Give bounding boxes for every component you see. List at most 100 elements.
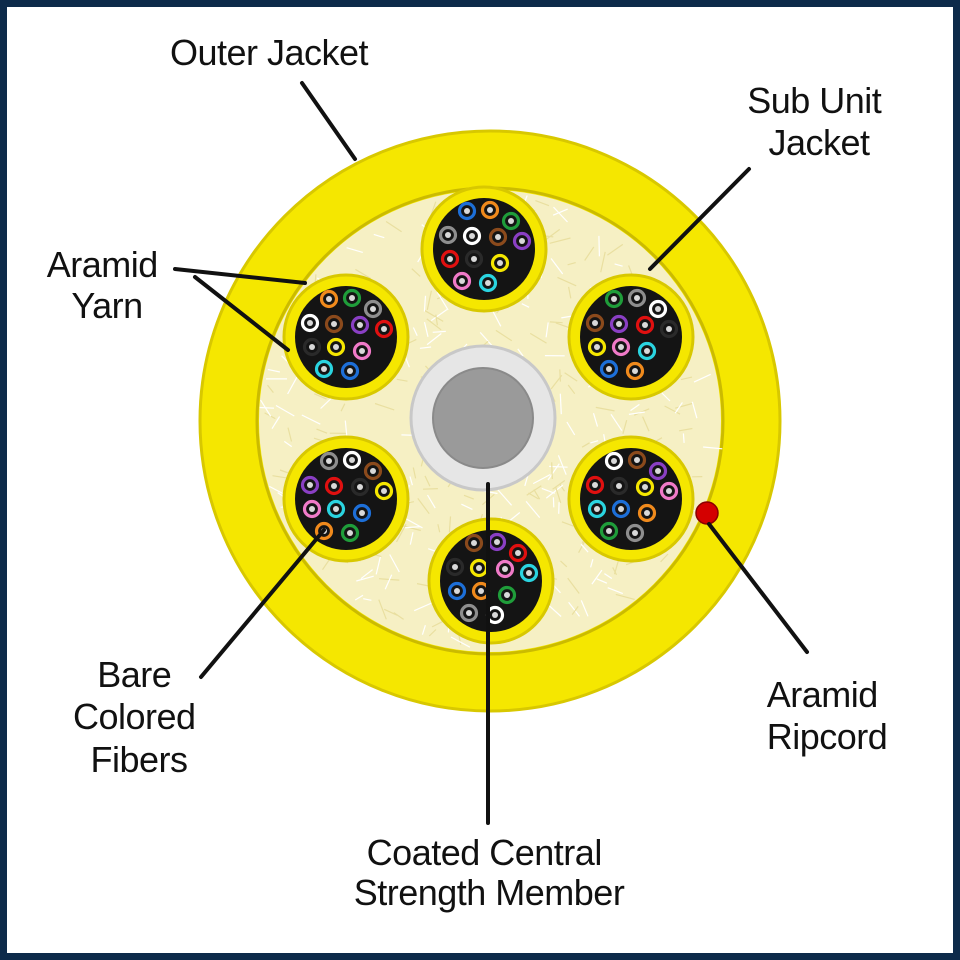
aramid-yarn-strand xyxy=(458,634,462,645)
colored-fiber xyxy=(659,481,679,501)
fiber-glass-core xyxy=(447,256,453,262)
aramid-yarn-strand xyxy=(660,553,669,563)
aramid-yarn-strand xyxy=(521,303,530,308)
colored-fiber xyxy=(440,249,460,269)
aramid-yarn-strand xyxy=(267,368,281,373)
colored-fiber xyxy=(464,249,484,269)
aramid-yarn-strand xyxy=(507,512,521,523)
aramid-yarn-strand xyxy=(427,548,437,553)
colored-fiber xyxy=(519,563,539,583)
aramid-yarn-strand xyxy=(412,327,418,336)
label-aramid-yarn: Aramid Yarn xyxy=(47,244,168,326)
aramid-yarn-strand xyxy=(432,330,446,333)
label-aramid-ripcord-line-2: Ripcord xyxy=(767,716,888,757)
fiber-glass-core xyxy=(357,484,363,490)
fiber-glass-core xyxy=(495,234,501,240)
colored-fiber xyxy=(478,273,498,293)
colored-fiber xyxy=(352,503,372,523)
colored-fiber xyxy=(302,499,322,519)
aramid-yarn-strand xyxy=(422,488,438,490)
sub-unit xyxy=(567,435,695,563)
aramid-yarn-strand xyxy=(259,406,275,409)
label-bare-colored-fibers-line-2: Colored xyxy=(73,696,196,737)
colored-fiber xyxy=(350,315,370,335)
colored-fiber xyxy=(488,227,508,247)
fiber-glass-core xyxy=(611,296,617,302)
fiber-glass-core xyxy=(370,468,376,474)
fiber-glass-core xyxy=(519,238,525,244)
aramid-yarn-strand xyxy=(431,201,437,214)
aramid-yarn-strand xyxy=(551,462,553,480)
aramid-yarn-strand xyxy=(557,276,577,287)
aramid-yarn-strand xyxy=(547,463,560,481)
aramid-yarn-strand xyxy=(393,612,404,620)
colored-fiber xyxy=(604,289,624,309)
aramid-yarn-strand xyxy=(269,485,286,496)
fiber-glass-core xyxy=(494,539,500,545)
sub-unit xyxy=(282,435,410,563)
aramid-yarn-strand xyxy=(426,290,432,311)
colored-fiber xyxy=(604,451,624,471)
fiber-glass-core xyxy=(632,530,638,536)
fiber-glass-core xyxy=(333,344,339,350)
colored-fiber xyxy=(324,476,344,496)
fiber-glass-core xyxy=(349,295,355,301)
colored-fiber xyxy=(611,337,631,357)
aramid-yarn-strand xyxy=(421,625,426,635)
aramid-yarn-strand xyxy=(598,235,600,257)
fiber-glass-core xyxy=(666,488,672,494)
colored-fiber xyxy=(512,231,532,251)
colored-fiber xyxy=(611,499,631,519)
aramid-yarn-strand xyxy=(407,338,417,344)
label-bare-colored-fibers-line-1: Bare xyxy=(97,654,171,695)
colored-fiber xyxy=(340,361,360,381)
aramid-yarn-strand xyxy=(642,416,650,432)
colored-fiber xyxy=(350,477,370,497)
aramid-yarn-strand xyxy=(566,421,576,436)
colored-fiber xyxy=(635,477,655,497)
aramid-yarn-strand xyxy=(424,475,431,487)
central-strength-member-core xyxy=(432,367,534,469)
label-aramid-yarn-line-2: Yarn xyxy=(71,285,142,326)
fiber-glass-core xyxy=(476,565,482,571)
fiber-glass-core xyxy=(606,366,612,372)
fiber-glass-core xyxy=(644,348,650,354)
fiber-glass-core xyxy=(592,320,598,326)
aramid-yarn-strand xyxy=(568,286,572,299)
aramid-yarn-strand xyxy=(535,200,550,207)
aramid-yarn-strand xyxy=(424,309,444,322)
label-sub-unit-jacket-line-1: Sub Unit xyxy=(747,80,882,121)
fiber-glass-core xyxy=(466,610,472,616)
aramid-yarn-strand xyxy=(567,262,576,266)
aramid-yarn-strand xyxy=(595,406,615,412)
fiber-glass-core xyxy=(642,322,648,328)
fiber-glass-core xyxy=(326,458,332,464)
colored-fiber xyxy=(300,313,320,333)
aramid-yarn-strand xyxy=(384,574,393,590)
aramid-yarn-strand xyxy=(567,577,580,594)
leader-line-aramid-yarn-1 xyxy=(173,267,307,285)
aramid-yarn-strand xyxy=(340,403,346,412)
aramid-yarn-strand xyxy=(545,484,564,499)
aramid-yarn-strand xyxy=(549,237,571,244)
colored-fiber xyxy=(495,559,515,579)
aramid-yarn-strand xyxy=(664,405,681,415)
aramid-yarn-strand xyxy=(409,476,413,486)
fiber-glass-core xyxy=(471,256,477,262)
aramid-yarn-strand xyxy=(428,629,437,637)
colored-fiber xyxy=(508,543,528,563)
aramid-yarn-strand xyxy=(395,523,407,543)
aramid-yarn-strand xyxy=(682,433,685,443)
label-bare-colored-fibers: Bare Colored Fibers xyxy=(73,654,205,780)
fiber-glass-core xyxy=(618,344,624,350)
label-sub-unit-jacket: Sub Unit Jacket xyxy=(747,80,891,163)
fiber-glass-core xyxy=(592,482,598,488)
colored-fiber xyxy=(625,523,645,543)
colored-fiber xyxy=(457,201,477,221)
fiber-glass-core xyxy=(611,458,617,464)
aramid-yarn-strand xyxy=(412,467,417,479)
fiber-glass-core xyxy=(359,348,365,354)
aramid-yarn-strand xyxy=(360,569,373,580)
aramid-yarn-strand xyxy=(374,402,395,411)
aramid-yarn-strand xyxy=(316,428,328,434)
